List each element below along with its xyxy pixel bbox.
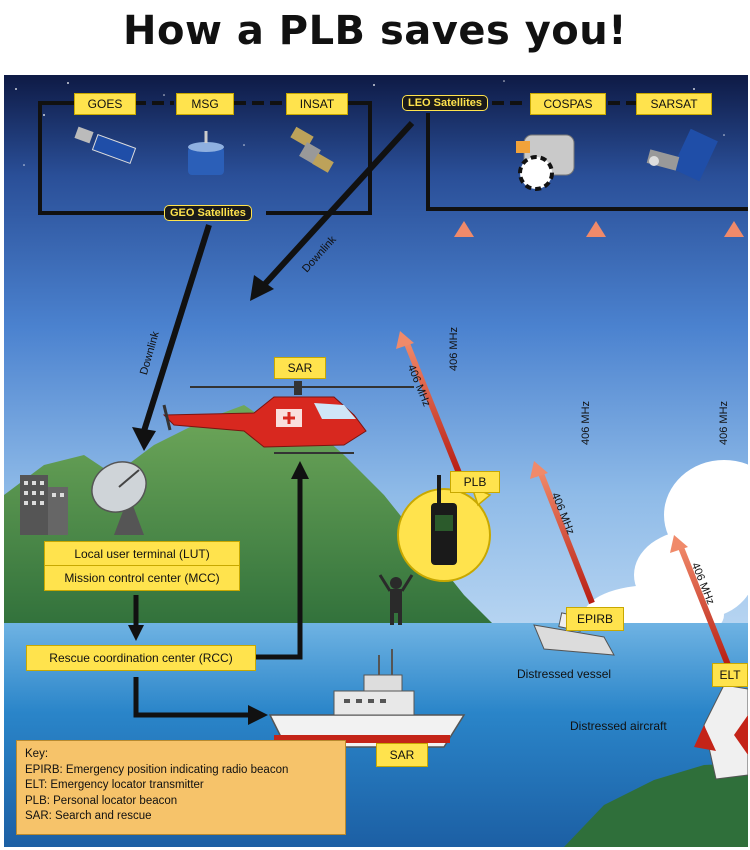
ground-station-dish	[91, 461, 147, 535]
key-heading: Key:	[25, 748, 49, 760]
insat-satellite	[290, 126, 334, 173]
key-line-sar: SAR: Search and rescue	[25, 810, 152, 822]
goes-satellite	[74, 126, 137, 164]
downlink-arrows	[141, 120, 415, 432]
elt-label: ELT	[712, 663, 748, 687]
lut-label: Local user terminal (LUT)	[44, 541, 240, 567]
geo-satellites-label: GEO Satellites	[164, 205, 252, 221]
mcc-label: Mission control center (MCC)	[44, 565, 240, 591]
sar-helicopter-label: SAR	[274, 357, 326, 379]
key-line-plb: PLB: Personal locator beacon	[25, 794, 178, 807]
goes-label: GOES	[74, 93, 136, 115]
rescue-ship	[268, 649, 466, 748]
insat-label: INSAT	[286, 93, 348, 115]
freq-elt-vertical: 406 MHz	[718, 400, 730, 445]
sarsat-label: SARSAT	[636, 93, 712, 115]
island	[564, 763, 748, 847]
sarsat-satellite	[646, 128, 718, 182]
sar-ship-label: SAR	[376, 743, 428, 767]
leo-bracket	[426, 101, 748, 211]
leo-satellites-label: LEO Satellites	[402, 95, 488, 111]
distressed-aircraft-illustration	[694, 684, 748, 780]
plb-label: PLB	[450, 471, 500, 493]
geo-bracket	[38, 101, 372, 215]
legend-key-panel: Key: EPIRB: Emergency position indicatin…	[16, 740, 346, 835]
page-title: How a PLB saves you!	[123, 8, 627, 54]
distressed-aircraft-label: Distressed aircraft	[570, 719, 667, 733]
cospas-satellite	[516, 134, 575, 191]
key-line-elt: ELT: Emergency locator transmitter	[25, 779, 204, 791]
distressed-vessel-label: Distressed vessel	[517, 667, 612, 681]
cospas-label: COSPAS	[530, 93, 606, 115]
rcc-label: Rescue coordination center (RCC)	[26, 645, 256, 671]
plb-callout	[397, 475, 492, 582]
freq-plb-vertical: 406 MHz	[448, 326, 460, 371]
flow-arrows	[133, 475, 303, 718]
beacon-beams	[396, 221, 744, 667]
freq-epirb-vertical: 406 MHz	[580, 400, 592, 445]
msg-satellite	[188, 131, 224, 175]
hiker-person	[378, 574, 414, 625]
city-buildings	[20, 475, 68, 535]
stars	[15, 80, 725, 166]
epirb-label: EPIRB	[566, 607, 624, 631]
rescue-helicopter	[162, 381, 414, 454]
diagram-scene: GOES MSG INSAT GEO Satellites LEO Satell…	[4, 75, 748, 847]
msg-label: MSG	[176, 93, 234, 115]
key-line-epirb: EPIRB: Emergency position indicating rad…	[25, 763, 289, 776]
